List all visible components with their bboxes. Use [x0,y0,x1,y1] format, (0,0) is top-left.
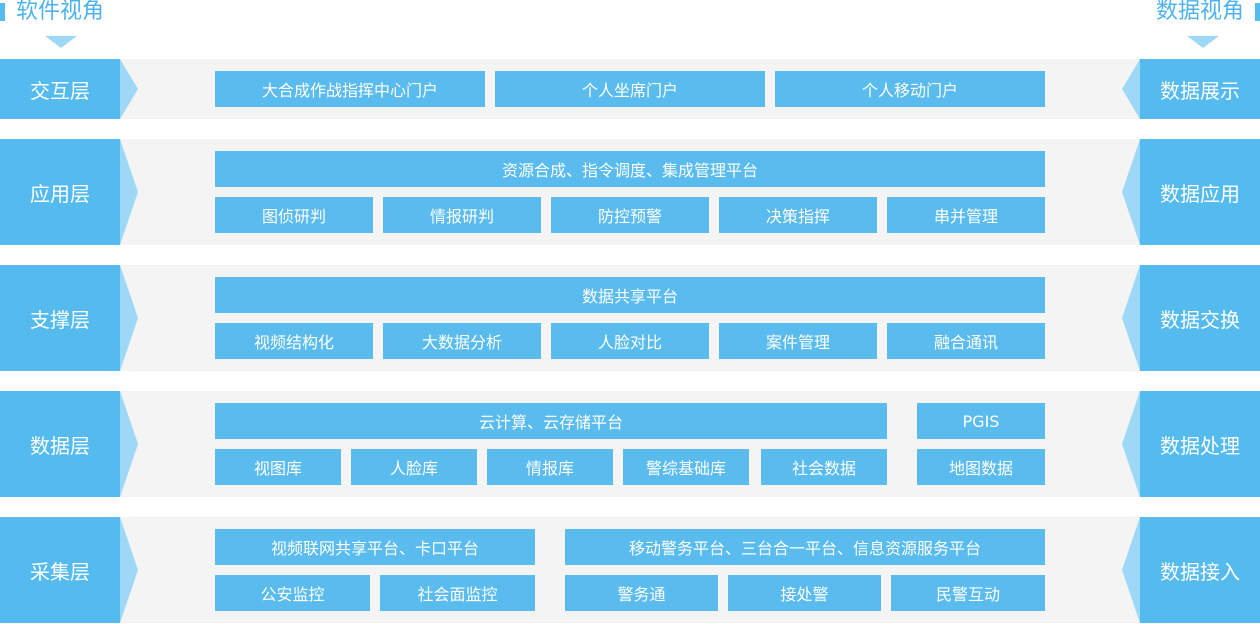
layer-interaction: 交互层 大合成作战指挥中心门户 个人坐席门户 个人移动门户 数据展示 [0,59,1260,119]
layer-collection: 采集层 视频联网共享平台、卡口平台 移动警务平台、三台合一平台、信息资源服务平台… [0,517,1260,623]
chevron-right-icon [120,391,138,497]
module-box: 警综基础库 [623,449,749,485]
layer-support: 支撑层 数据共享平台 视频结构化 大数据分析 人脸对比 案件管理 融合通讯 数据… [0,265,1260,371]
module-box: 大合成作战指挥中心门户 [215,71,485,107]
module-box: 人脸对比 [551,323,709,359]
module-box: 情报研判 [383,197,541,233]
data-view-label: 数据处理 [1140,391,1260,497]
platform-box: 资源合成、指令调度、集成管理平台 [215,151,1045,187]
module-box: 公安监控 [215,575,370,611]
platform-box: 移动警务平台、三台合一平台、信息资源服务平台 [565,529,1045,565]
module-box: 视频结构化 [215,323,373,359]
chevron-left-icon [1122,391,1140,497]
module-box: 个人移动门户 [775,71,1045,107]
layer-label: 应用层 [0,139,120,245]
platform-box: 云计算、云存储平台 [215,403,887,439]
down-arrow-icon [45,36,77,48]
data-view-label: 数据接入 [1140,517,1260,623]
chevron-left-icon [1122,59,1140,119]
chevron-right-icon [120,517,138,623]
chevron-left-icon [1122,265,1140,371]
platform-box: 视频联网共享平台、卡口平台 [215,529,535,565]
layer-label: 采集层 [0,517,120,623]
map-data-box: 地图数据 [917,449,1045,485]
chevron-right-icon [120,59,138,119]
chevron-right-icon [120,139,138,245]
down-arrow-icon [1187,36,1219,48]
layer-application: 应用层 资源合成、指令调度、集成管理平台 图侦研判 情报研判 防控预警 决策指挥… [0,139,1260,245]
layer-data: 数据层 云计算、云存储平台 PGIS 视图库 人脸库 情报库 警综基础库 社会数… [0,391,1260,497]
module-box: 社会数据 [761,449,887,485]
data-view-label: 数据交换 [1140,265,1260,371]
chevron-left-icon [1122,139,1140,245]
module-box: 情报库 [487,449,613,485]
module-box: 民警互动 [891,575,1045,611]
module-box: 警务通 [565,575,718,611]
module-box: 大数据分析 [383,323,541,359]
chevron-right-icon [120,265,138,371]
module-box: 融合通讯 [887,323,1045,359]
pgis-box: PGIS [917,403,1045,439]
module-box: 决策指挥 [719,197,877,233]
module-box: 串并管理 [887,197,1045,233]
module-box: 个人坐席门户 [495,71,765,107]
layer-label: 数据层 [0,391,120,497]
data-view-label: 数据应用 [1140,139,1260,245]
module-box: 案件管理 [719,323,877,359]
data-view-label: 数据展示 [1140,59,1260,119]
module-box: 人脸库 [351,449,477,485]
software-view-title: 软件视角 [0,0,104,26]
module-box: 防控预警 [551,197,709,233]
module-box: 社会面监控 [380,575,535,611]
module-box: 接处警 [728,575,881,611]
layer-label: 交互层 [0,59,120,119]
layer-label: 支撑层 [0,265,120,371]
data-view-title: 数据视角 [1156,0,1260,26]
module-box: 图侦研判 [215,197,373,233]
module-box: 视图库 [215,449,341,485]
platform-box: 数据共享平台 [215,277,1045,313]
chevron-left-icon [1122,517,1140,623]
